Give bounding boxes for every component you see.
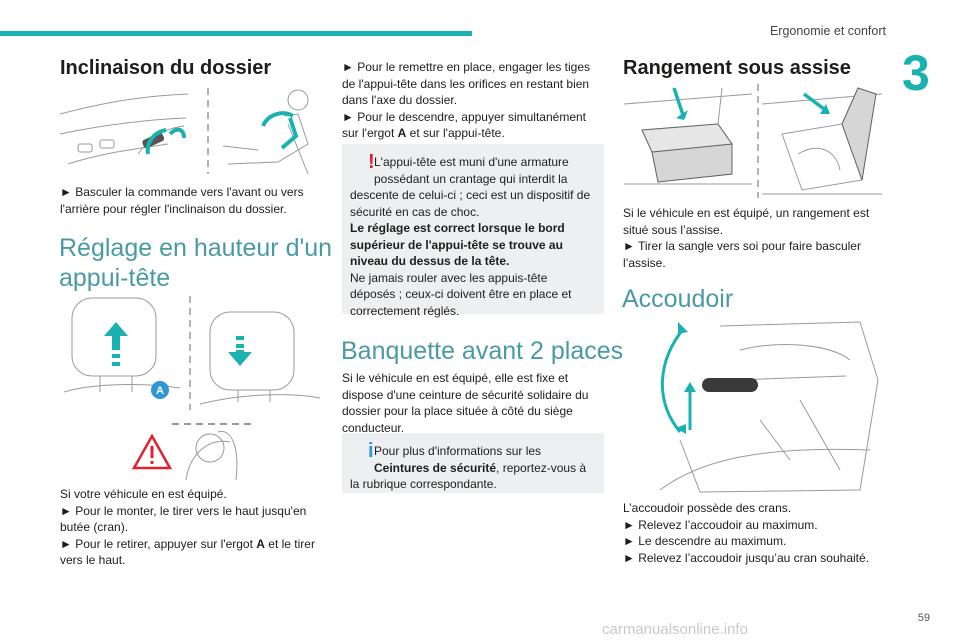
- warning-bold2: supérieur de l'appui-tête se trouve au: [350, 237, 563, 252]
- warning-box: ! L'appui-tête est muni d'une armature p…: [342, 144, 604, 318]
- heading-accoudoir: Accoudoir: [622, 285, 734, 313]
- info-line1: Pour plus d'informations sur les: [374, 444, 542, 458]
- text-rangement-line1: Si le véhicule en est équipé, un rangeme…: [623, 206, 870, 220]
- text-inclinaison: ► Basculer la commande vers l'avant ou v…: [60, 185, 304, 216]
- text-accoudoir-line4: ► Relevez l’accoudoir jusqu’au cran souh…: [623, 550, 870, 565]
- watermark: carmanualsonline.info: [602, 621, 748, 638]
- illustration-armrest: [659, 321, 879, 493]
- heading-rangement: Rangement sous assise: [623, 57, 851, 79]
- warning-bold3: niveau du dessus de la tête.: [350, 254, 510, 268]
- text-accoudoir-line2: ► Relevez l’accoudoir au maximum.: [623, 517, 818, 532]
- text-appui-tete-line5: vers le haut.: [60, 553, 126, 567]
- text-remettre-line4: ► Pour le descendre, appuyer simultanéme…: [342, 109, 587, 124]
- text-remettre-line1: ► Pour le remettre en place, engager les…: [342, 60, 591, 74]
- text-appui-tete-line4-a: ► Pour le retirer, appuyer sur l'ergot: [60, 536, 257, 551]
- illustration-headrest: A: [63, 296, 321, 481]
- warning-bold1: Le réglage est correct lorsque le bord: [350, 221, 565, 235]
- heading-inclinaison: Inclinaison du dossier: [60, 57, 272, 79]
- warning-line1: L'appui-tête est muni d'une armature: [374, 155, 569, 169]
- text-accoudoir-line1: L’accoudoir possède des crans.: [623, 501, 792, 515]
- header-accent-bar: [0, 31, 472, 36]
- info-bold: Ceintures de sécurité: [374, 460, 497, 475]
- warning-line2: possédant un crantage qui interdit la: [374, 171, 568, 186]
- info-line3: la rubrique correspondante.: [350, 477, 497, 491]
- text-rangement-line4: l’assise.: [623, 255, 666, 270]
- heading-banquette: Banquette avant 2 places: [341, 337, 624, 365]
- warning-line4: sécurité en cas de choc.: [350, 204, 480, 219]
- text-accoudoir: L’accoudoir possède des crans. ► Relevez…: [623, 500, 893, 566]
- text-rangement: Si le véhicule en est équipé, un rangeme…: [623, 205, 893, 271]
- section-title: Ergonomie et confort: [769, 24, 886, 38]
- illustration-storage-under-seat: [623, 84, 883, 198]
- text-appui-tete-line4-b: A: [256, 536, 265, 551]
- warning-icon: !: [368, 151, 375, 173]
- text-appui-tete-line4-c: et le tirer: [264, 536, 315, 551]
- text-rangement-line2: situé sous l’assise.: [623, 222, 724, 237]
- info-icon: i: [368, 440, 374, 462]
- label-a: A: [156, 385, 164, 397]
- page-number: 59: [917, 612, 930, 624]
- warning-line6: déposés ; ceux-ci doivent être en place …: [350, 287, 572, 301]
- text-appui-tete-line1: Si votre véhicule en est équipé.: [60, 487, 227, 501]
- text-remettre-line5-b: A: [397, 126, 407, 140]
- text-rangement-line3: ► Tirer la sangle vers soi pour faire ba…: [623, 239, 861, 253]
- text-accoudoir-line3: ► Le descendre au maximum.: [623, 534, 787, 548]
- text-appui-tete-line3: butée (cran).: [60, 520, 129, 534]
- text-banquette-line2: dispose d'une ceinture de sécurité solid…: [342, 387, 589, 402]
- text-banquette-line4: conducteur.: [342, 420, 405, 435]
- heading-appui-tete-line1: Réglage en hauteur d'un: [59, 234, 333, 262]
- text-appui-tete: Si votre véhicule en est équipé. ► Pour …: [60, 486, 330, 569]
- info-line2-rest: , reportez-vous à: [496, 460, 587, 475]
- warning-line3: descente de celui-ci ; ceci est un dispo…: [350, 188, 591, 202]
- text-banquette: Si le véhicule en est équipé, elle est f…: [342, 370, 612, 436]
- warning-line7: correctement réglés.: [350, 303, 460, 318]
- text-remettre-line2: de l'appui-tête dans les orifices en res…: [342, 76, 590, 91]
- heading-appui-tete: Réglage en hauteur d'un appui-tête: [59, 233, 332, 293]
- info-line2: Ceintures de sécurité, reportez-vous à: [350, 460, 596, 477]
- text-appui-tete-line2: ► Pour le monter, le tirer vers le haut …: [60, 503, 307, 518]
- text-remettre-line5-c: et sur l'appui-tête.: [406, 126, 505, 140]
- text-remettre-line3: dans l'axe du dossier.: [342, 93, 458, 107]
- text-appui-tete-line4: ► Pour le retirer, appuyer sur l'ergot A…: [60, 536, 330, 553]
- text-remettre-line5-a: sur l'ergot: [342, 126, 398, 140]
- illustration-backrest-tilt: [59, 88, 309, 175]
- info-box: i Pour plus d'informations sur les Ceint…: [342, 433, 604, 493]
- heading-appui-tete-line2: appui-tête: [59, 264, 171, 292]
- chapter-number: 3: [902, 45, 930, 101]
- warning-line5: Ne jamais rouler avec les appuis-tête: [350, 270, 548, 285]
- text-banquette-line1: Si le véhicule en est équipé, elle est f…: [342, 371, 569, 385]
- text-remettre: ► Pour le remettre en place, engager les…: [342, 59, 612, 142]
- text-remettre-line5: sur l'ergot A et sur l'appui-tête.: [342, 125, 612, 142]
- text-banquette-line3: dossier pour la place située à côté du s…: [342, 404, 573, 418]
